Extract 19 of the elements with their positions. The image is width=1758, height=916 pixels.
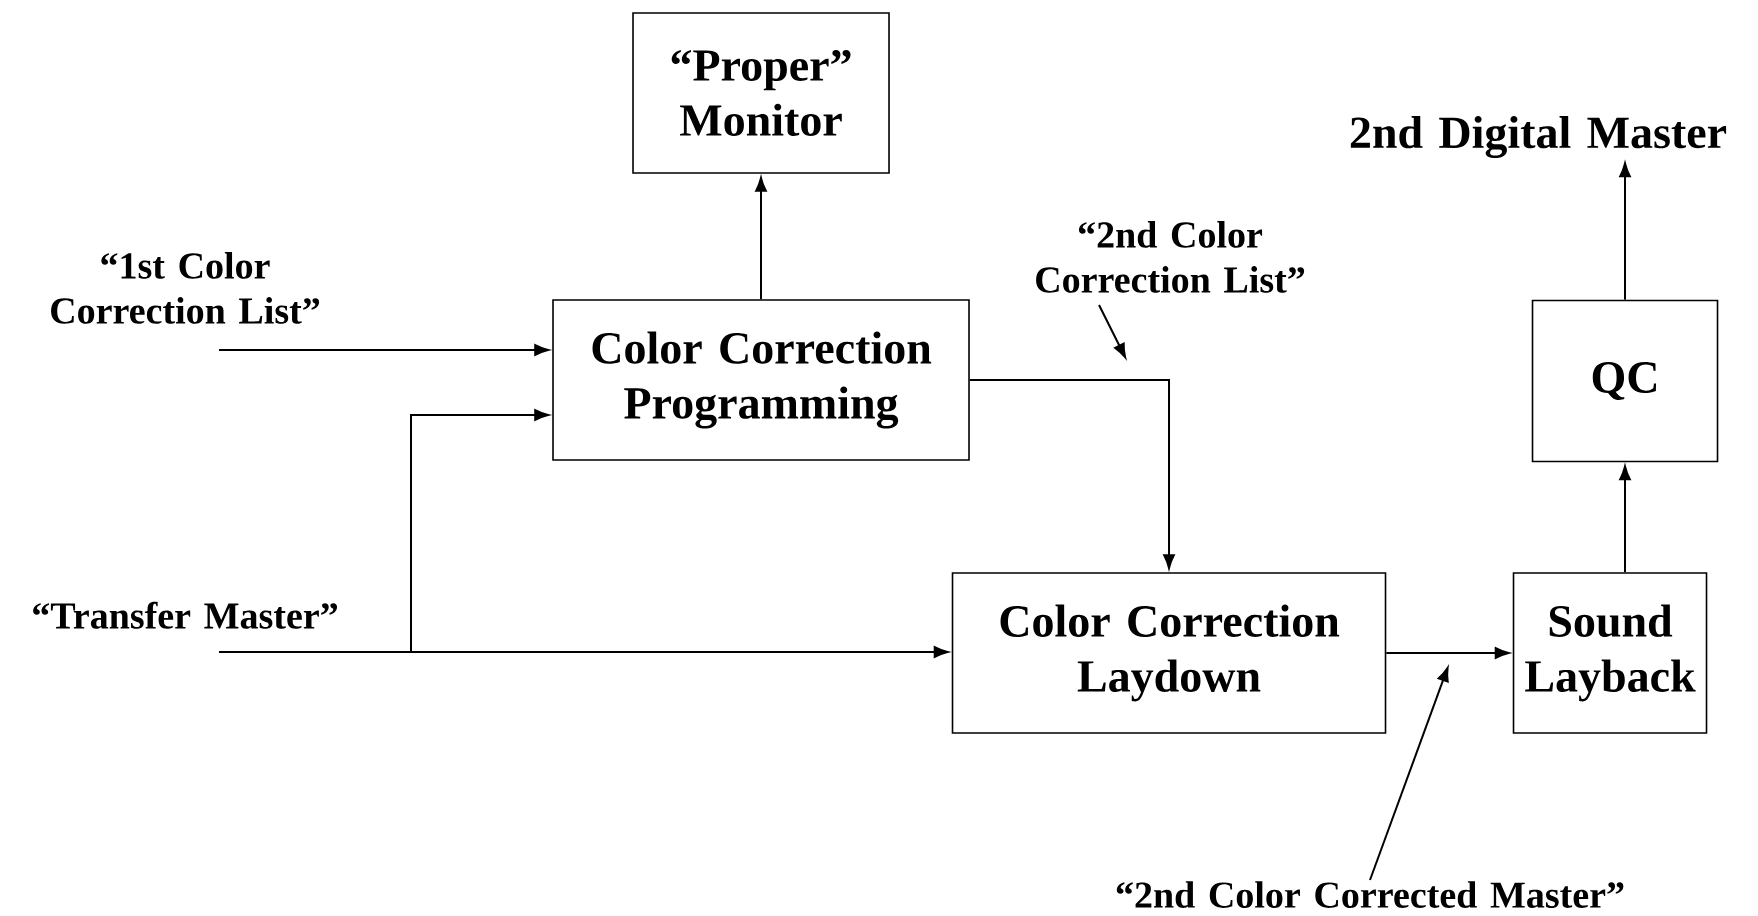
- process-box: QC: [1531, 299, 1719, 463]
- process-box: Color Correction Programming: [552, 299, 970, 461]
- arrow: [755, 177, 767, 301]
- process-box: Sound Layback: [1512, 572, 1708, 734]
- text-label: “1st Color Correction List”: [51, 252, 320, 324]
- leader-line: [1369, 667, 1449, 881]
- text-label: “2nd Color Corrected Master”: [1116, 881, 1624, 908]
- text-label: “2nd Color Correction List”: [1036, 221, 1305, 293]
- arrow: [218, 646, 949, 658]
- text-label: 2nd Digital Master: [1350, 115, 1727, 158]
- arrow: [218, 344, 549, 356]
- leader-line: [1098, 304, 1127, 359]
- process-box: “Proper” Monitor: [632, 12, 890, 174]
- arrow: [1619, 162, 1631, 301]
- process-box: Color Correction Laydown: [951, 572, 1387, 734]
- text-label: “Transfer Master”: [33, 601, 337, 629]
- arrow: [968, 379, 1175, 569]
- arrow: [1619, 465, 1631, 574]
- arrow: [1385, 647, 1510, 659]
